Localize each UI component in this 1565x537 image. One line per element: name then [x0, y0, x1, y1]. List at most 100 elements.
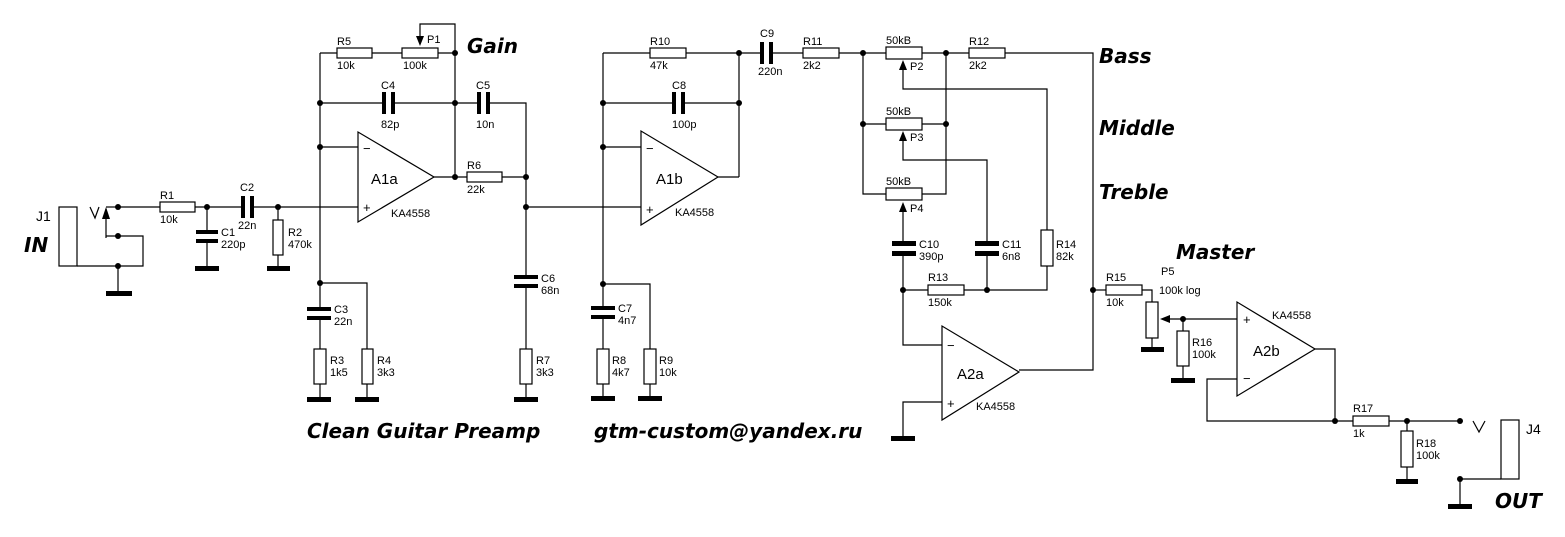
- component-label: R15: [1106, 272, 1126, 284]
- ground-symbol: [1171, 378, 1195, 383]
- capacitor-c5: C5 10n: [455, 80, 527, 177]
- capacitor-c1: C1 220p: [195, 204, 245, 271]
- component-label: 220p: [221, 239, 245, 251]
- opamp-a2b: + − A2b KA4558: [1206, 300, 1353, 422]
- wire: [902, 401, 942, 436]
- capacitor-plate: [899, 131, 907, 141]
- wire: [320, 282, 368, 349]
- component-label: R5: [337, 36, 351, 48]
- resistor-r14: R14 82k: [987, 229, 1076, 291]
- component-label: R18: [1416, 438, 1436, 450]
- junction-dot: [115, 233, 121, 239]
- resistor-body: [885, 187, 923, 201]
- component-label: 4k7: [612, 367, 630, 379]
- junction-dot: [1332, 418, 1338, 424]
- capacitor-plate: [760, 42, 764, 64]
- wire: [862, 53, 886, 195]
- component-label: +: [646, 202, 654, 217]
- resistor-body: [968, 47, 1006, 59]
- resistor-body: [519, 348, 533, 385]
- component-label: 82p: [381, 119, 399, 131]
- ground-symbol: [591, 396, 615, 401]
- component-label: C11: [1002, 239, 1021, 251]
- capacitor-c2: C2 22n: [238, 182, 358, 232]
- wire: [1142, 289, 1153, 302]
- opamp-triangle: [1236, 300, 1317, 398]
- junction-dot: [984, 287, 990, 293]
- capacitor-plate: [975, 251, 999, 256]
- resistor-r1: R1 10k: [118, 190, 241, 226]
- resistor-r10: R10 47k: [603, 36, 760, 72]
- capacitor-plate: [672, 92, 676, 114]
- capacitor-plate: [769, 42, 773, 64]
- component-label: A1a: [371, 171, 398, 188]
- resistor-body: [1352, 415, 1390, 427]
- component-label: C2: [240, 182, 254, 194]
- capacitor-c6: C6 68n: [514, 273, 559, 349]
- component-label: 3k3: [536, 367, 554, 379]
- j1-ref: J1: [36, 208, 51, 224]
- capacitor-plate: [382, 92, 386, 114]
- resistor-body: [927, 284, 965, 296]
- wire: [1472, 420, 1486, 434]
- capacitor-plate: [416, 36, 424, 46]
- component-label: 68n: [541, 285, 559, 297]
- capacitor-plate: [477, 92, 481, 114]
- opamp-triangle: [357, 130, 436, 224]
- ground-symbol: [307, 397, 331, 402]
- component-label: 50kB: [886, 176, 911, 188]
- capacitor-plate: [899, 202, 907, 212]
- resistor-body: [401, 47, 439, 59]
- potentiometer-p3-middle: 50kB P3: [885, 106, 988, 241]
- wire: [1206, 378, 1353, 422]
- resistor-r16: R16 100k: [1171, 319, 1216, 383]
- potentiometer-p4-treble: 50kB P4: [885, 176, 923, 241]
- potentiometer-p5-master: P5 100k log: [1141, 266, 1237, 352]
- component-label: +: [363, 200, 371, 215]
- resistor-body: [313, 348, 327, 385]
- component-label: 22n: [334, 316, 352, 328]
- ground-symbol: [514, 397, 538, 402]
- resistor-r13: R13 150k: [900, 272, 990, 309]
- capacitor-plate: [102, 207, 110, 219]
- component-label: 100k: [1192, 349, 1216, 361]
- component-label: 4n7: [618, 315, 636, 327]
- capacitor-plate: [975, 241, 999, 246]
- potentiometer-p1: P1 100k Gain: [401, 23, 518, 72]
- ground-symbol: [195, 266, 219, 271]
- component-label: 3k3: [377, 367, 395, 379]
- component-label: 150k: [928, 297, 952, 309]
- capacitor-plate: [514, 275, 538, 279]
- capacitor-plate: [241, 196, 245, 218]
- component-label: KA4558: [675, 207, 714, 219]
- component-label: 2k2: [969, 60, 987, 72]
- component-label: C3: [334, 304, 348, 316]
- potentiometer-p2-bass: 50kB P2: [885, 35, 1048, 230]
- component-label: −: [947, 338, 955, 353]
- capacitor-c9: C9 220n: [758, 28, 803, 78]
- bass-label: Bass: [1099, 44, 1152, 68]
- component-label: A2a: [957, 366, 984, 383]
- wire: [419, 23, 456, 53]
- schematic-title: Clean Guitar Preamp: [307, 419, 540, 443]
- component-label: P4: [910, 203, 923, 215]
- capacitor-plate: [899, 60, 907, 70]
- ground-symbol: [1141, 347, 1164, 352]
- component-label: KA4558: [391, 208, 430, 220]
- capacitor-plate: [591, 306, 615, 310]
- component-label: R13: [928, 272, 948, 284]
- wire: [902, 141, 988, 241]
- resistor-r9: R9 10k: [603, 283, 677, 401]
- opamp-triangle: [941, 324, 1021, 422]
- capacitor-c8: C8 100p: [603, 80, 739, 131]
- component-label: 50kB: [886, 35, 911, 47]
- component-label: 47k: [650, 60, 668, 72]
- component-label: C8: [672, 80, 686, 92]
- resistor-body: [802, 47, 840, 59]
- junction-dot: [115, 263, 121, 269]
- component-label: A1b: [656, 171, 683, 188]
- treble-label: Treble: [1099, 180, 1169, 204]
- component-label: +: [947, 396, 955, 411]
- component-label: 390p: [919, 251, 943, 263]
